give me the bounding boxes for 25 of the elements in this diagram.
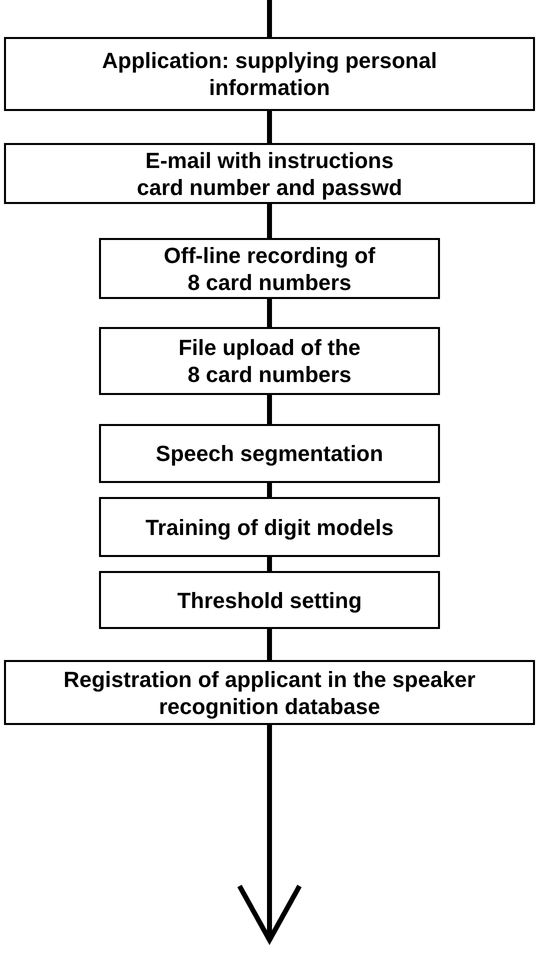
- process-box: [99, 497, 440, 557]
- box-label: Off-line recording of 8 card numbers: [162, 242, 376, 296]
- process-box: [4, 37, 535, 111]
- box-label: E-mail with instructions card number and passwd: [136, 146, 404, 200]
- arrow: [237, 725, 302, 942]
- process-box: [4, 660, 535, 725]
- box-label: Threshold setting: [177, 586, 362, 614]
- box-label: Registration of applicant in the speaker recognition database: [62, 666, 476, 720]
- connector-line: [267, 483, 272, 497]
- connector-line: [267, 0, 272, 37]
- process-box: [4, 143, 535, 204]
- connector-line: [267, 204, 272, 238]
- box-label: File upload of the 8 card numbers: [177, 334, 362, 388]
- process-box: [99, 424, 440, 483]
- connector-line: [267, 629, 272, 660]
- connector-line: [267, 111, 272, 143]
- box-label: Application: supplying personal information: [101, 47, 438, 101]
- box-label: Training of digit models: [145, 514, 394, 540]
- process-box: [99, 571, 440, 629]
- box-label: Speech segmentation: [156, 440, 384, 467]
- connector-line: [267, 299, 272, 327]
- connector-line: [267, 557, 272, 571]
- process-box: [99, 238, 440, 299]
- process-box: [99, 327, 440, 395]
- connector-line: [267, 395, 272, 424]
